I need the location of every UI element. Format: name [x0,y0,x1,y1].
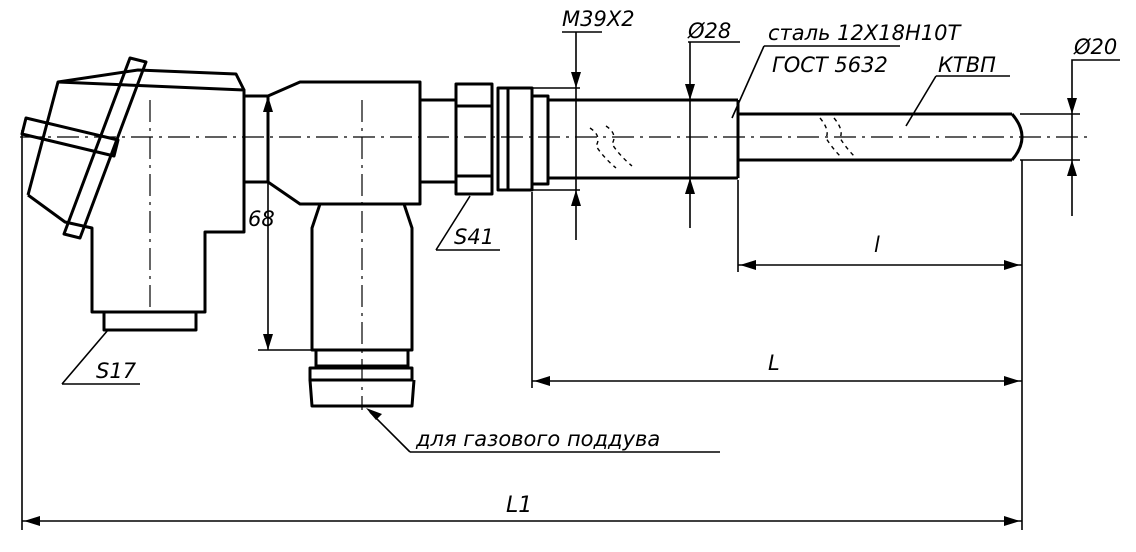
s41-label: S41 [454,225,494,249]
ktvp-callout: КТВП [905,53,1010,127]
sheath-tube-28 [548,98,740,180]
len-l-label: l [874,233,880,257]
dim-thread: M39X2 [532,7,635,240]
dim-L: L [531,192,1023,388]
dim-L1: L1 [21,130,1023,530]
connector-pipe [244,80,422,206]
s17-label: S17 [96,359,137,383]
dia-20-label: Ø20 [1073,35,1117,59]
ktvp-label: КТВП [938,53,996,77]
len-L-label: L [768,351,780,375]
gost-label: ГОСТ 5632 [772,53,888,77]
dim-dia-28: Ø28 [685,19,740,228]
dim-68: 68 [248,96,312,351]
fitting-nut [420,82,550,196]
dim-dia-20: Ø20 [1020,35,1120,216]
gas-purge-callout: для газового поддува [366,408,720,453]
steel-label: сталь 12Х18Н10Т [768,21,962,45]
sheath-tube-20 [738,112,1024,162]
connection-head [20,56,246,332]
dim-68-label: 68 [248,207,275,231]
dia-28-label: Ø28 [687,19,731,43]
material-callout: сталь 12Х18Н10Т ГОСТ 5632 [731,21,962,119]
gas-purge-label: для газового поддува [415,427,660,451]
s17-callout: S17 [61,329,140,385]
thread-label: M39X2 [562,7,635,31]
dim-l: l [737,160,1023,272]
s41-callout: S41 [435,195,500,251]
len-L1-label: L1 [506,493,532,518]
